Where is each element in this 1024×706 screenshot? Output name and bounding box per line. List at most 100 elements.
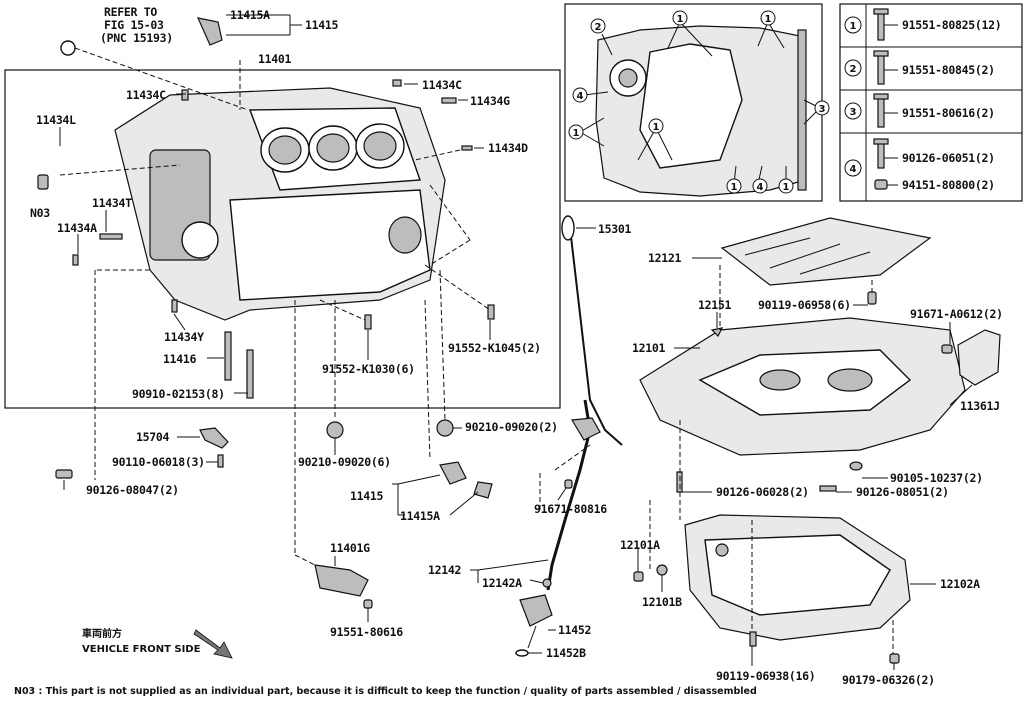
label-91551-80616: 91551-80616 [330, 625, 403, 639]
label-11452B: 11452B [546, 646, 586, 660]
svg-text:1: 1 [850, 21, 857, 32]
gasket-12101B [656, 564, 668, 576]
inset-callout-2: 2 [590, 18, 606, 34]
label-90910-02153: 90910-02153(8) [132, 387, 225, 401]
label-11416: 11416 [163, 352, 196, 366]
label-11434C-left: 11434C [126, 88, 166, 102]
dipstick-group [470, 215, 623, 657]
label-90126-08047: 90126-08047(2) [86, 483, 179, 497]
refer-note: REFER TO FIG 15-03 (PNC 15193) [100, 5, 173, 45]
part-n03 [37, 174, 49, 190]
plug-90105 [849, 461, 863, 471]
pin-11434A [72, 254, 79, 266]
label-12102A: 12102A [940, 577, 980, 591]
label-15704: 15704 [136, 430, 169, 444]
bolt-90110 [217, 454, 224, 468]
svg-text:90126-06051(2): 90126-06051(2) [902, 151, 995, 165]
plug-90210-right [436, 419, 454, 437]
pin-11434T [99, 233, 123, 240]
footnote: N03 : This part is not supplied as an in… [14, 686, 757, 697]
svg-text:1: 1 [653, 122, 660, 133]
bolt-91551-80616 [363, 599, 373, 609]
svg-text:2: 2 [595, 22, 602, 33]
label-12142: 12142 [428, 563, 461, 577]
bolt-90119-06958 [867, 291, 877, 305]
tube-11452 [519, 594, 553, 627]
svg-text:3: 3 [819, 104, 826, 115]
inset-callout-1f: 1 [778, 178, 794, 194]
svg-text:VEHICLE FRONT SIDE: VEHICLE FRONT SIDE [82, 644, 201, 655]
label-11415A-top: 11415A [230, 8, 270, 22]
plug-90210-left [326, 421, 344, 439]
label-11361J: 11361J [960, 399, 1000, 413]
timing-cover-detail-inset: 2 1 1 4 1 1 3 1 4 1 [564, 3, 830, 202]
label-90210-09020-2: 90210-09020(2) [465, 420, 558, 434]
label-15301: 15301 [598, 222, 631, 236]
svg-text:FIG 15-03: FIG 15-03 [104, 18, 164, 32]
legend-row-3: 3 91551-80616(2) [844, 93, 995, 128]
label-12101B: 12101B [642, 595, 682, 609]
oring-11452B [515, 649, 529, 657]
label-11415-mid: 11415 [350, 489, 383, 503]
label-91552-K1030: 91552-K1030(6) [322, 362, 415, 376]
svg-text:1: 1 [731, 182, 738, 193]
svg-text:(PNC 15193): (PNC 15193) [100, 31, 173, 45]
label-12151: 12151 [698, 298, 731, 312]
label-91671-80816: 91671-80816 [534, 502, 607, 516]
plug-12101A [633, 571, 644, 582]
svg-text:車両前方: 車両前方 [82, 627, 122, 640]
bolt-91552-k1045 [487, 304, 495, 320]
sensor-11401G [314, 564, 369, 597]
svg-text:4: 4 [757, 182, 764, 193]
inset-callout-1e: 1 [726, 178, 742, 194]
inset-callout-3: 3 [814, 100, 830, 116]
svg-text:1: 1 [573, 128, 580, 139]
label-90119-06938: 90119-06938(16) [716, 669, 815, 683]
svg-text:2: 2 [850, 64, 857, 75]
label-12142A: 12142A [482, 576, 522, 590]
label-11434G: 11434G [470, 94, 510, 108]
label-90126-08051: 90126-08051(2) [856, 485, 949, 499]
label-12121: 12121 [648, 251, 681, 265]
label-90126-06028: 90126-06028(2) [716, 485, 809, 499]
bolt-legend-table: 1 91551-80825(12) 2 91551-80845(2) 3 915… [839, 3, 1023, 202]
svg-text:1: 1 [783, 182, 790, 193]
label-11434L: 11434L [36, 113, 76, 127]
label-11434D: 11434D [488, 141, 528, 155]
svg-text:91551-80616(2): 91551-80616(2) [902, 106, 995, 120]
svg-text:91551-80845(2): 91551-80845(2) [902, 63, 995, 77]
label-n03: N03 [30, 206, 50, 220]
label-91671-A0612: 91671-A0612(2) [910, 307, 1003, 321]
plug-11415A [473, 481, 493, 499]
bracket-15704 [199, 427, 229, 449]
svg-text:94151-80800(2): 94151-80800(2) [902, 178, 995, 192]
inset-callout-1d: 1 [648, 118, 664, 134]
svg-text:1: 1 [765, 14, 772, 25]
label-11415A-mid: 11415A [400, 509, 440, 523]
bolt-90119-06938 [749, 631, 757, 647]
label-11434A: 11434A [57, 221, 97, 235]
svg-text:REFER TO: REFER TO [104, 5, 157, 19]
label-90179-06326: 90179-06326(2) [842, 673, 935, 687]
pin-11434C [392, 79, 402, 87]
label-12101: 12101 [632, 341, 665, 355]
label-11452: 11452 [558, 623, 591, 637]
cover-11361J [957, 329, 1001, 386]
svg-text:91551-80825(12): 91551-80825(12) [902, 18, 1001, 32]
pin-11434Y [171, 299, 178, 313]
pin-11434G [441, 97, 457, 104]
bolt-11416 [224, 331, 232, 381]
inset-callout-1a: 1 [672, 10, 688, 26]
inset-callout-1c: 1 [568, 124, 584, 140]
inset-callout-4b: 4 [752, 178, 768, 194]
label-12101A: 12101A [620, 538, 660, 552]
oring-12142A [542, 578, 552, 588]
guide-bracket [570, 417, 601, 441]
plug-90126-08047 [55, 469, 73, 479]
label-11434Y: 11434Y [164, 330, 204, 344]
bolt-90910 [246, 349, 254, 399]
legend-row-4: 4 90126-06051(2) 94151-80800(2) [844, 138, 995, 192]
svg-text:3: 3 [850, 107, 857, 118]
pin-11434C-left [181, 89, 189, 101]
